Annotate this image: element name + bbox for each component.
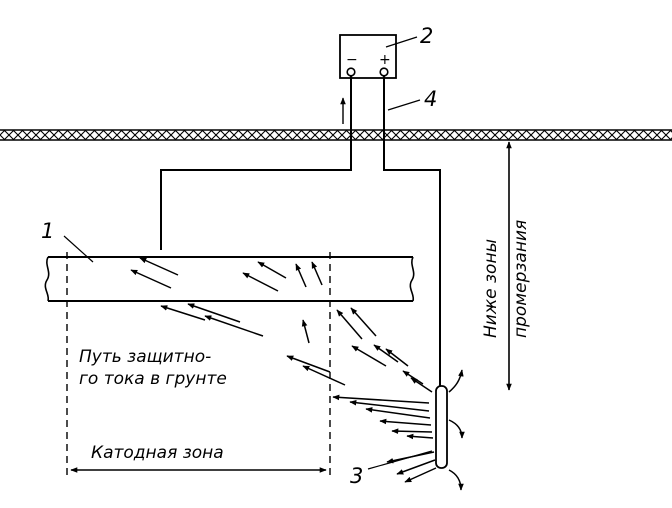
power-source: − + xyxy=(339,34,397,79)
wire-leader-line xyxy=(387,99,421,111)
wire-to-anode xyxy=(383,76,441,388)
source-leader-line xyxy=(385,36,418,48)
pipe-leader-line xyxy=(63,235,94,263)
anode-number-label: 3 xyxy=(350,464,363,488)
source-number-label: 2 xyxy=(420,24,433,48)
negative-terminal xyxy=(346,67,356,77)
cathode-zone-label: Катодная зона xyxy=(91,443,224,463)
minus-sign: − xyxy=(346,52,358,68)
wire-number-label: 4 xyxy=(424,87,437,111)
plus-sign: + xyxy=(379,52,391,68)
current-arrows xyxy=(130,257,465,491)
current-path-label-line1: Путь защитно- xyxy=(79,347,211,367)
positive-terminal xyxy=(379,67,389,77)
connecting-wires xyxy=(160,76,441,388)
current-path-label-line2: го тока в грунте xyxy=(79,369,227,389)
wire-to-pipe xyxy=(160,76,352,250)
ground-surface xyxy=(0,129,672,141)
depth-label-line2: промерзания xyxy=(511,220,531,338)
depth-label-line1: Ниже зоны xyxy=(481,239,501,338)
anode xyxy=(435,385,448,469)
pipe-number-label: 1 xyxy=(41,219,54,243)
pipeline xyxy=(44,256,415,302)
cathode-zone-extent-lines xyxy=(66,252,331,476)
